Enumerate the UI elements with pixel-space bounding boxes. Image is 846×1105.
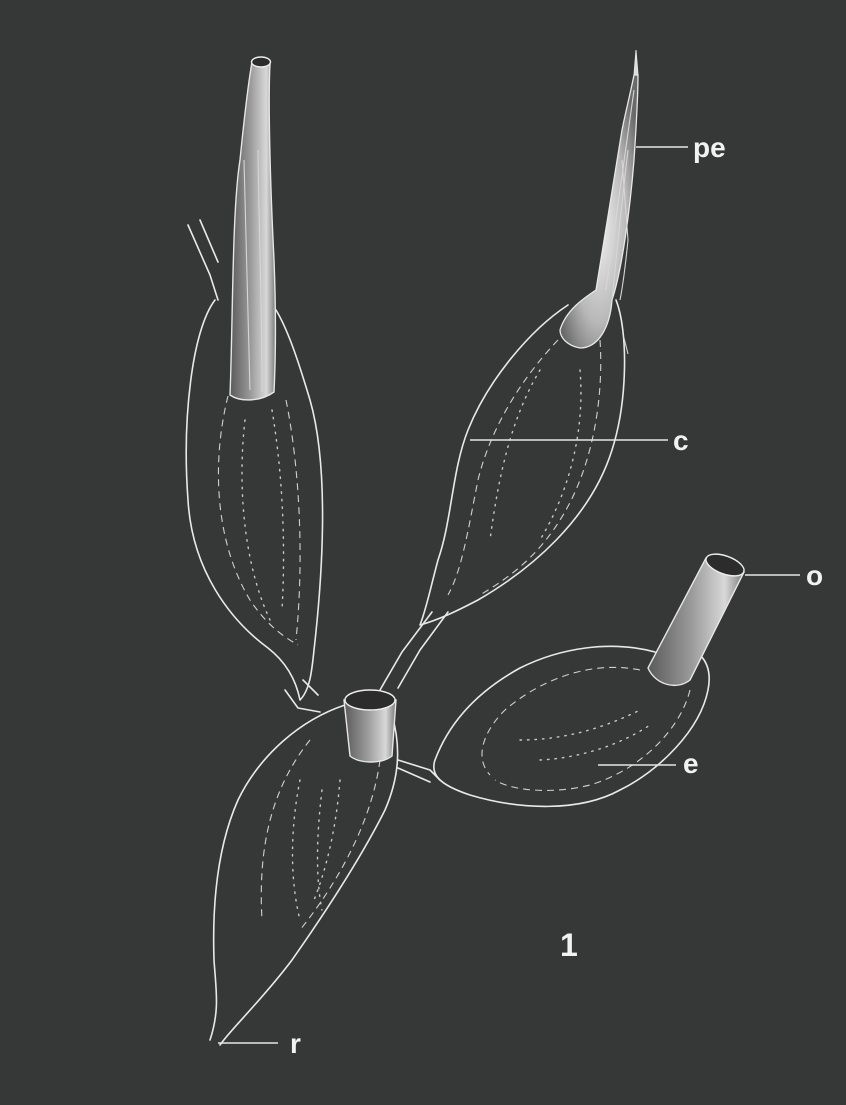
label-pe: pe	[693, 132, 726, 163]
peristome-oblique	[648, 558, 744, 685]
label-r: r	[290, 1028, 301, 1059]
label-e: e	[683, 748, 699, 779]
zooid-cell-upper-left	[186, 57, 322, 700]
zooid-cell-lower-left	[210, 690, 398, 1045]
zooid-cell-upper-right	[420, 50, 638, 625]
figure-number: 1	[560, 927, 578, 963]
zooid-cell-lower-right	[434, 550, 747, 807]
label-o: o	[806, 560, 823, 591]
stolon-stems	[188, 220, 448, 782]
label-c: c	[673, 425, 689, 456]
peristome-tube-upper-left	[230, 62, 276, 400]
